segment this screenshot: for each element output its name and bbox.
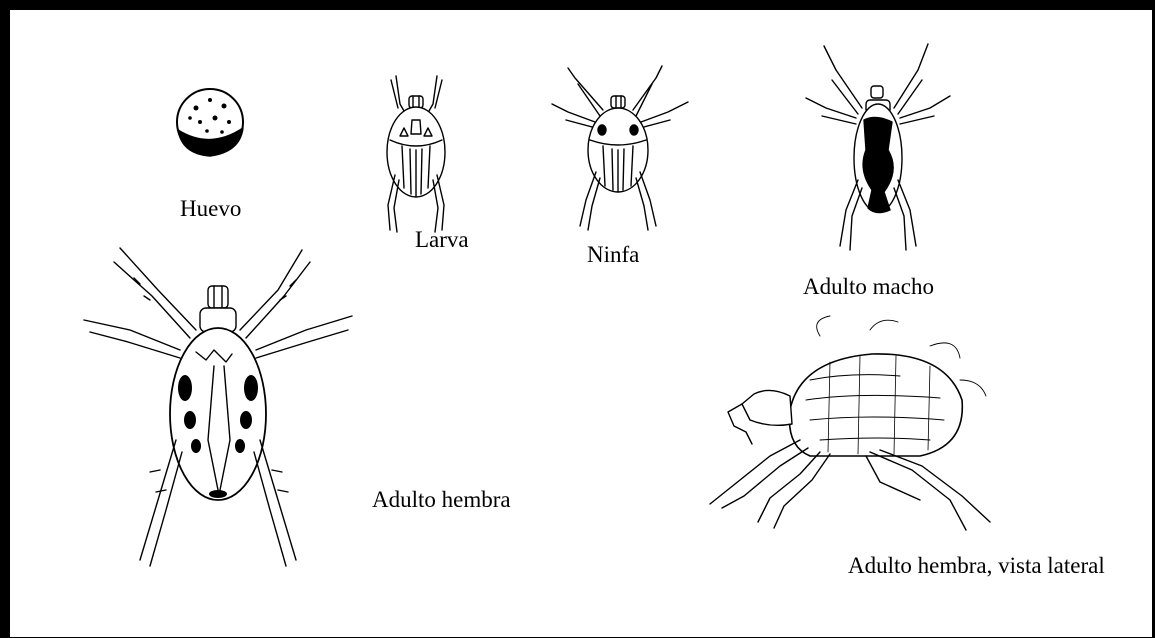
label-huevo: Huevo bbox=[180, 197, 241, 220]
adult-male-illustration bbox=[806, 44, 950, 250]
egg-illustration bbox=[177, 89, 243, 156]
label-larva: Larva bbox=[415, 228, 469, 251]
nymph-illustration bbox=[552, 66, 688, 230]
label-ninfa: Ninfa bbox=[587, 243, 639, 266]
larva-illustration bbox=[387, 76, 445, 232]
adult-female-lateral-illustration bbox=[710, 316, 990, 530]
adult-female-illustration bbox=[84, 248, 352, 566]
label-adulto-hembra-vista-lateral: Adulto hembra, vista lateral bbox=[848, 554, 1105, 577]
label-adulto-hembra: Adulto hembra bbox=[372, 488, 511, 511]
label-adulto-macho: Adulto macho bbox=[803, 275, 934, 298]
